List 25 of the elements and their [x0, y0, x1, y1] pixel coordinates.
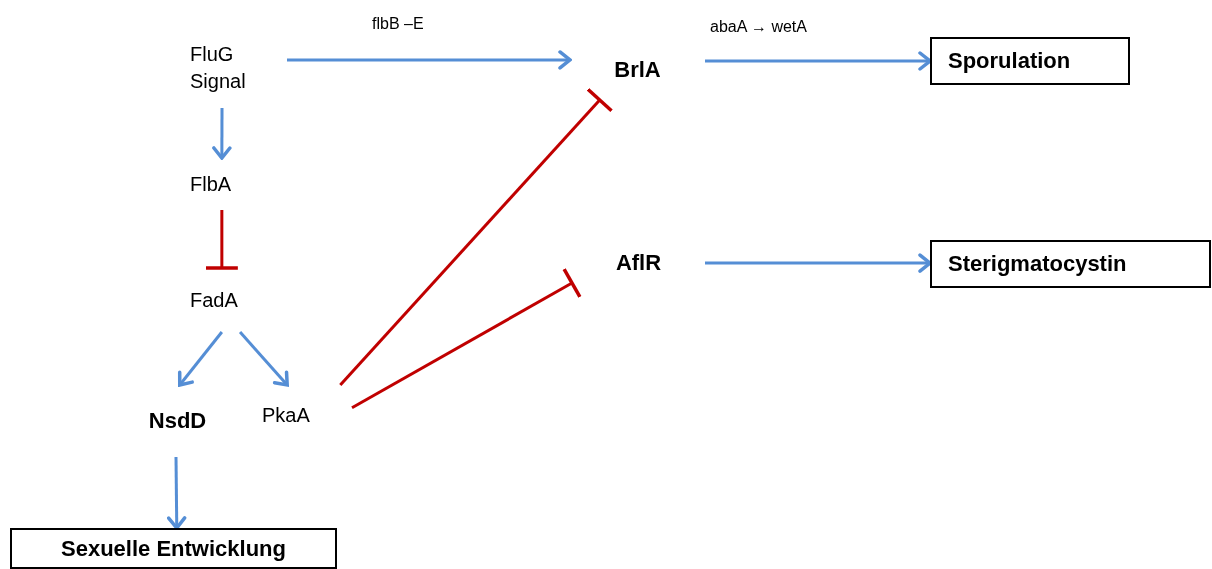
box-label: Sporulation [948, 47, 1071, 76]
arrow [212, 108, 232, 160]
gene-label: PkaA [262, 402, 310, 428]
gene-label: FluG Signal [190, 42, 247, 94]
box-label: Sexuelle Entwicklung [61, 534, 286, 563]
edge-label: abaA → wetA [710, 17, 807, 37]
gene-label: AflR [615, 249, 662, 278]
outcome-box [930, 240, 1211, 288]
inhibition-line [339, 87, 614, 386]
gene-label: NsdD [148, 407, 207, 436]
gene-label: FlbA [190, 171, 232, 197]
outcome-box [10, 528, 337, 569]
box-label: Sterigmatocystin [948, 250, 1127, 279]
inhibition-line [204, 210, 240, 270]
arrow [166, 457, 187, 530]
arrow [177, 331, 224, 387]
arrow [238, 331, 289, 387]
edge-label: flbB –E [372, 14, 424, 34]
gene-label: BrlA [614, 56, 661, 85]
arrow [705, 253, 932, 273]
arrow [705, 51, 932, 71]
outcome-box [930, 37, 1130, 85]
inhibition-line [351, 267, 582, 410]
gene-label: FadA [190, 287, 238, 313]
arrow [287, 50, 572, 70]
